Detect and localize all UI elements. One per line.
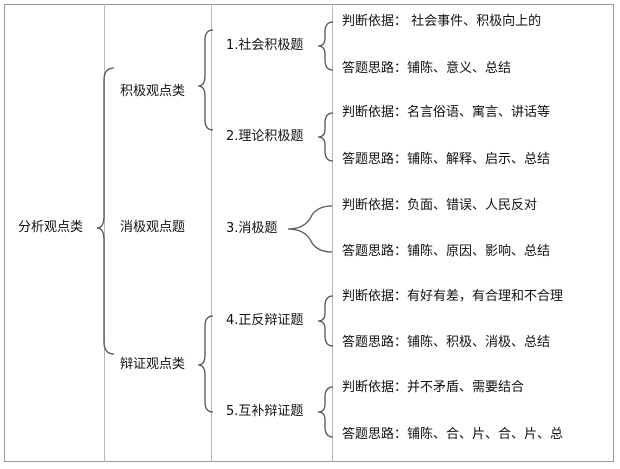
type5-brace bbox=[317, 386, 334, 438]
dialectic-brace bbox=[197, 315, 214, 413]
group-label-dialectic: 辩证观点类 bbox=[120, 357, 186, 372]
method-text: 答题思路：铺陈、积极、消极、总结 bbox=[342, 335, 551, 350]
column-divider bbox=[104, 4, 105, 462]
diagram-frame bbox=[4, 4, 614, 462]
root-brace bbox=[96, 67, 115, 355]
method-text: 答题思路：铺陈、原因、影响、总结 bbox=[342, 244, 551, 259]
basis-text: 判断依据： 社会事件、积极向上的 bbox=[342, 14, 542, 29]
group-label-negative: 消极观点题 bbox=[120, 220, 186, 235]
basis-text: 判断依据：有好有差，有合理和不合理 bbox=[342, 289, 564, 304]
type3-brace bbox=[287, 205, 333, 253]
type4-brace bbox=[317, 295, 334, 347]
method-text: 答题思路：铺陈、合、片、合、片、总 bbox=[342, 427, 564, 442]
column-divider bbox=[332, 4, 333, 462]
type-label: 3.消极题 bbox=[226, 221, 278, 236]
type-label: 5.互补辩证题 bbox=[226, 404, 304, 419]
type1-brace bbox=[317, 21, 334, 71]
column-divider bbox=[211, 4, 212, 462]
type2-brace bbox=[317, 112, 334, 162]
method-text: 答题思路：铺陈、解释、启示、总结 bbox=[342, 152, 551, 167]
type-label: 1.社会积极题 bbox=[226, 38, 304, 53]
basis-text: 判断依据：名言俗语、寓言、讲话等 bbox=[342, 105, 551, 120]
method-text: 答题思路：铺陈、意义、总结 bbox=[342, 61, 512, 76]
root-label: 分析观点类 bbox=[18, 220, 84, 235]
positive-brace bbox=[197, 29, 214, 131]
basis-text: 判断依据：并不矛盾、需要结合 bbox=[342, 380, 525, 395]
basis-text: 判断依据：负面、错误、人民反对 bbox=[342, 198, 538, 213]
type-label: 2.理论积极题 bbox=[226, 129, 304, 144]
type-label: 4.正反辩证题 bbox=[226, 313, 304, 328]
group-label-positive: 积极观点类 bbox=[120, 84, 186, 99]
